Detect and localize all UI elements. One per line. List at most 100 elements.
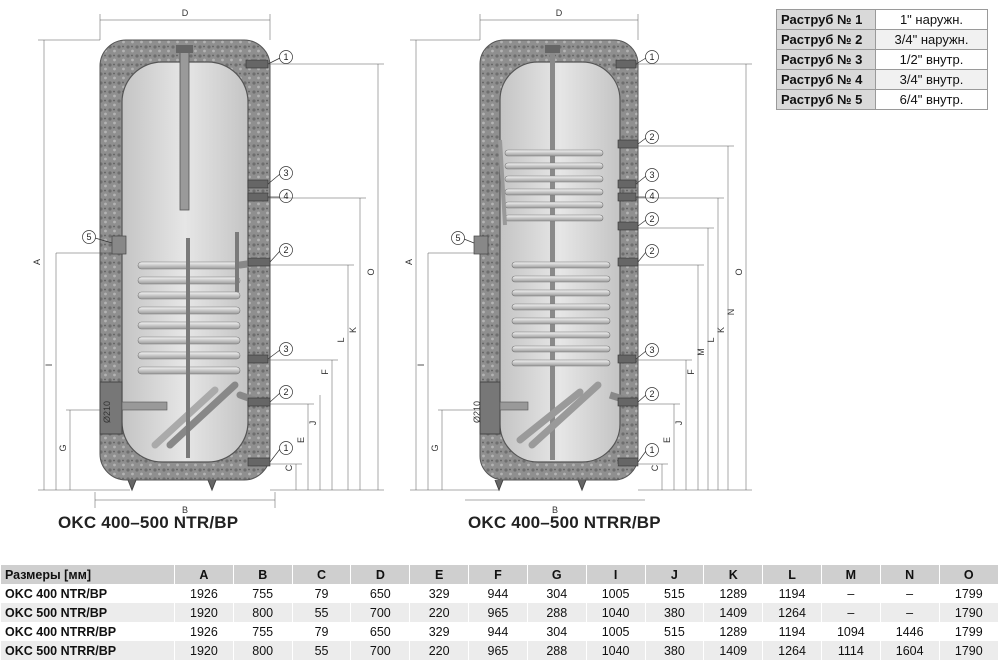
table-cell: 55: [291, 641, 351, 660]
svg-text:3: 3: [283, 344, 288, 354]
dim-label-l: L: [336, 337, 346, 342]
table-cell: 329: [409, 584, 469, 603]
boiler-ntrr: 123 422 321 5 D B A I G C: [404, 8, 752, 515]
table-cell: 1920: [174, 603, 234, 622]
table-cell: 965: [468, 641, 528, 660]
table-cell: 1409: [703, 641, 763, 660]
model-title-ntr: OKC 400–500 NTR/BP: [58, 513, 239, 532]
table-cell: 1114: [820, 641, 881, 660]
model-name-cell: OKC 500 NTR/BP: [0, 603, 175, 622]
dim-label-n: N: [726, 309, 736, 316]
table-cell: 944: [468, 584, 528, 603]
legend-value: 6/4" внутр.: [875, 89, 988, 110]
dim-label-b: B: [552, 505, 558, 515]
table-header-cell: I: [585, 565, 645, 584]
svg-text:2: 2: [649, 246, 654, 256]
dim-label-f: F: [686, 369, 696, 375]
table-cell: 1005: [585, 584, 645, 603]
table-cell: 650: [350, 622, 410, 641]
svg-text:2: 2: [283, 245, 288, 255]
table-cell: 1040: [585, 641, 645, 660]
table-cell: –: [879, 584, 940, 603]
legend-value: 1" наружн.: [875, 9, 988, 30]
legend-key: Раструб № 5: [776, 89, 876, 110]
svg-text:4: 4: [283, 191, 288, 201]
table-cell: 1446: [879, 622, 940, 641]
legend-key: Раструб № 3: [776, 49, 876, 70]
table-cell: 1005: [585, 622, 645, 641]
table-cell: 1040: [585, 603, 645, 622]
table-cell: 965: [468, 603, 528, 622]
table-header-cell: N: [879, 565, 940, 584]
svg-text:5: 5: [455, 233, 460, 243]
svg-text:1: 1: [649, 445, 654, 455]
table-cell: 755: [232, 622, 293, 641]
dim-label-e: E: [662, 437, 672, 443]
table-cell: 304: [526, 622, 587, 641]
table-cell: 700: [350, 603, 410, 622]
svg-text:2: 2: [649, 389, 654, 399]
svg-text:4: 4: [649, 191, 654, 201]
model-title-ntrr: OKC 400–500 NTRR/BP: [468, 513, 661, 532]
table-header-cell: K: [703, 565, 763, 584]
svg-text:3: 3: [649, 345, 654, 355]
dim-label-b: B: [182, 505, 188, 515]
table-cell: 1264: [762, 641, 822, 660]
table-cell: 1194: [762, 622, 822, 641]
table-cell: 1926: [174, 584, 234, 603]
dim-label-g: G: [430, 444, 440, 451]
svg-text:2: 2: [283, 387, 288, 397]
table-cell: 1289: [703, 622, 763, 641]
table-cell: 380: [644, 603, 704, 622]
svg-text:2: 2: [649, 214, 654, 224]
table-cell: –: [820, 603, 881, 622]
anode-rod: [179, 49, 190, 211]
table-cell: 1920: [174, 641, 234, 660]
table-cell: 650: [350, 584, 410, 603]
upper-coil: [498, 139, 604, 226]
table-header-cell: E: [409, 565, 469, 584]
model-name-cell: OKC 400 NTR/BP: [0, 584, 175, 603]
svg-text:1: 1: [283, 443, 288, 453]
dim-label-d: D: [182, 8, 189, 18]
table-cell: 515: [644, 584, 704, 603]
dim-label-a: A: [404, 259, 414, 265]
table-cell: 1194: [762, 584, 822, 603]
table-header-label: Размеры [мм]: [0, 565, 175, 584]
svg-text:3: 3: [649, 170, 654, 180]
table-header-cell: L: [762, 565, 822, 584]
table-header-cell: O: [938, 565, 998, 584]
legend-value: 3/4" внутр.: [875, 69, 988, 90]
table-cell: 220: [409, 641, 469, 660]
service-flange: [479, 381, 501, 435]
table-cell: 800: [232, 603, 293, 622]
table-cell: 1289: [703, 584, 763, 603]
table-cell: 1799: [938, 584, 998, 603]
table-header-cell: A: [174, 565, 234, 584]
table-header-cell: F: [468, 565, 528, 584]
table-header-cell: C: [291, 565, 351, 584]
dim-label-f: F: [320, 369, 330, 375]
table-header-cell: M: [820, 565, 881, 584]
table-cell: 700: [350, 641, 410, 660]
dim-label-i: I: [44, 364, 54, 367]
legend-value: 1/2" внутр.: [875, 49, 988, 70]
table-cell: 515: [644, 622, 704, 641]
table-cell: 220: [409, 603, 469, 622]
table-cell: 1799: [938, 622, 998, 641]
table-cell: 380: [644, 641, 704, 660]
table-cell: 55: [291, 603, 351, 622]
legend-key: Раструб № 1: [776, 9, 876, 30]
dim-label-o: O: [734, 268, 744, 275]
dim-label-o: O: [366, 268, 376, 275]
boiler-ntr: 134 232 15 D B A I G C E: [32, 8, 384, 515]
